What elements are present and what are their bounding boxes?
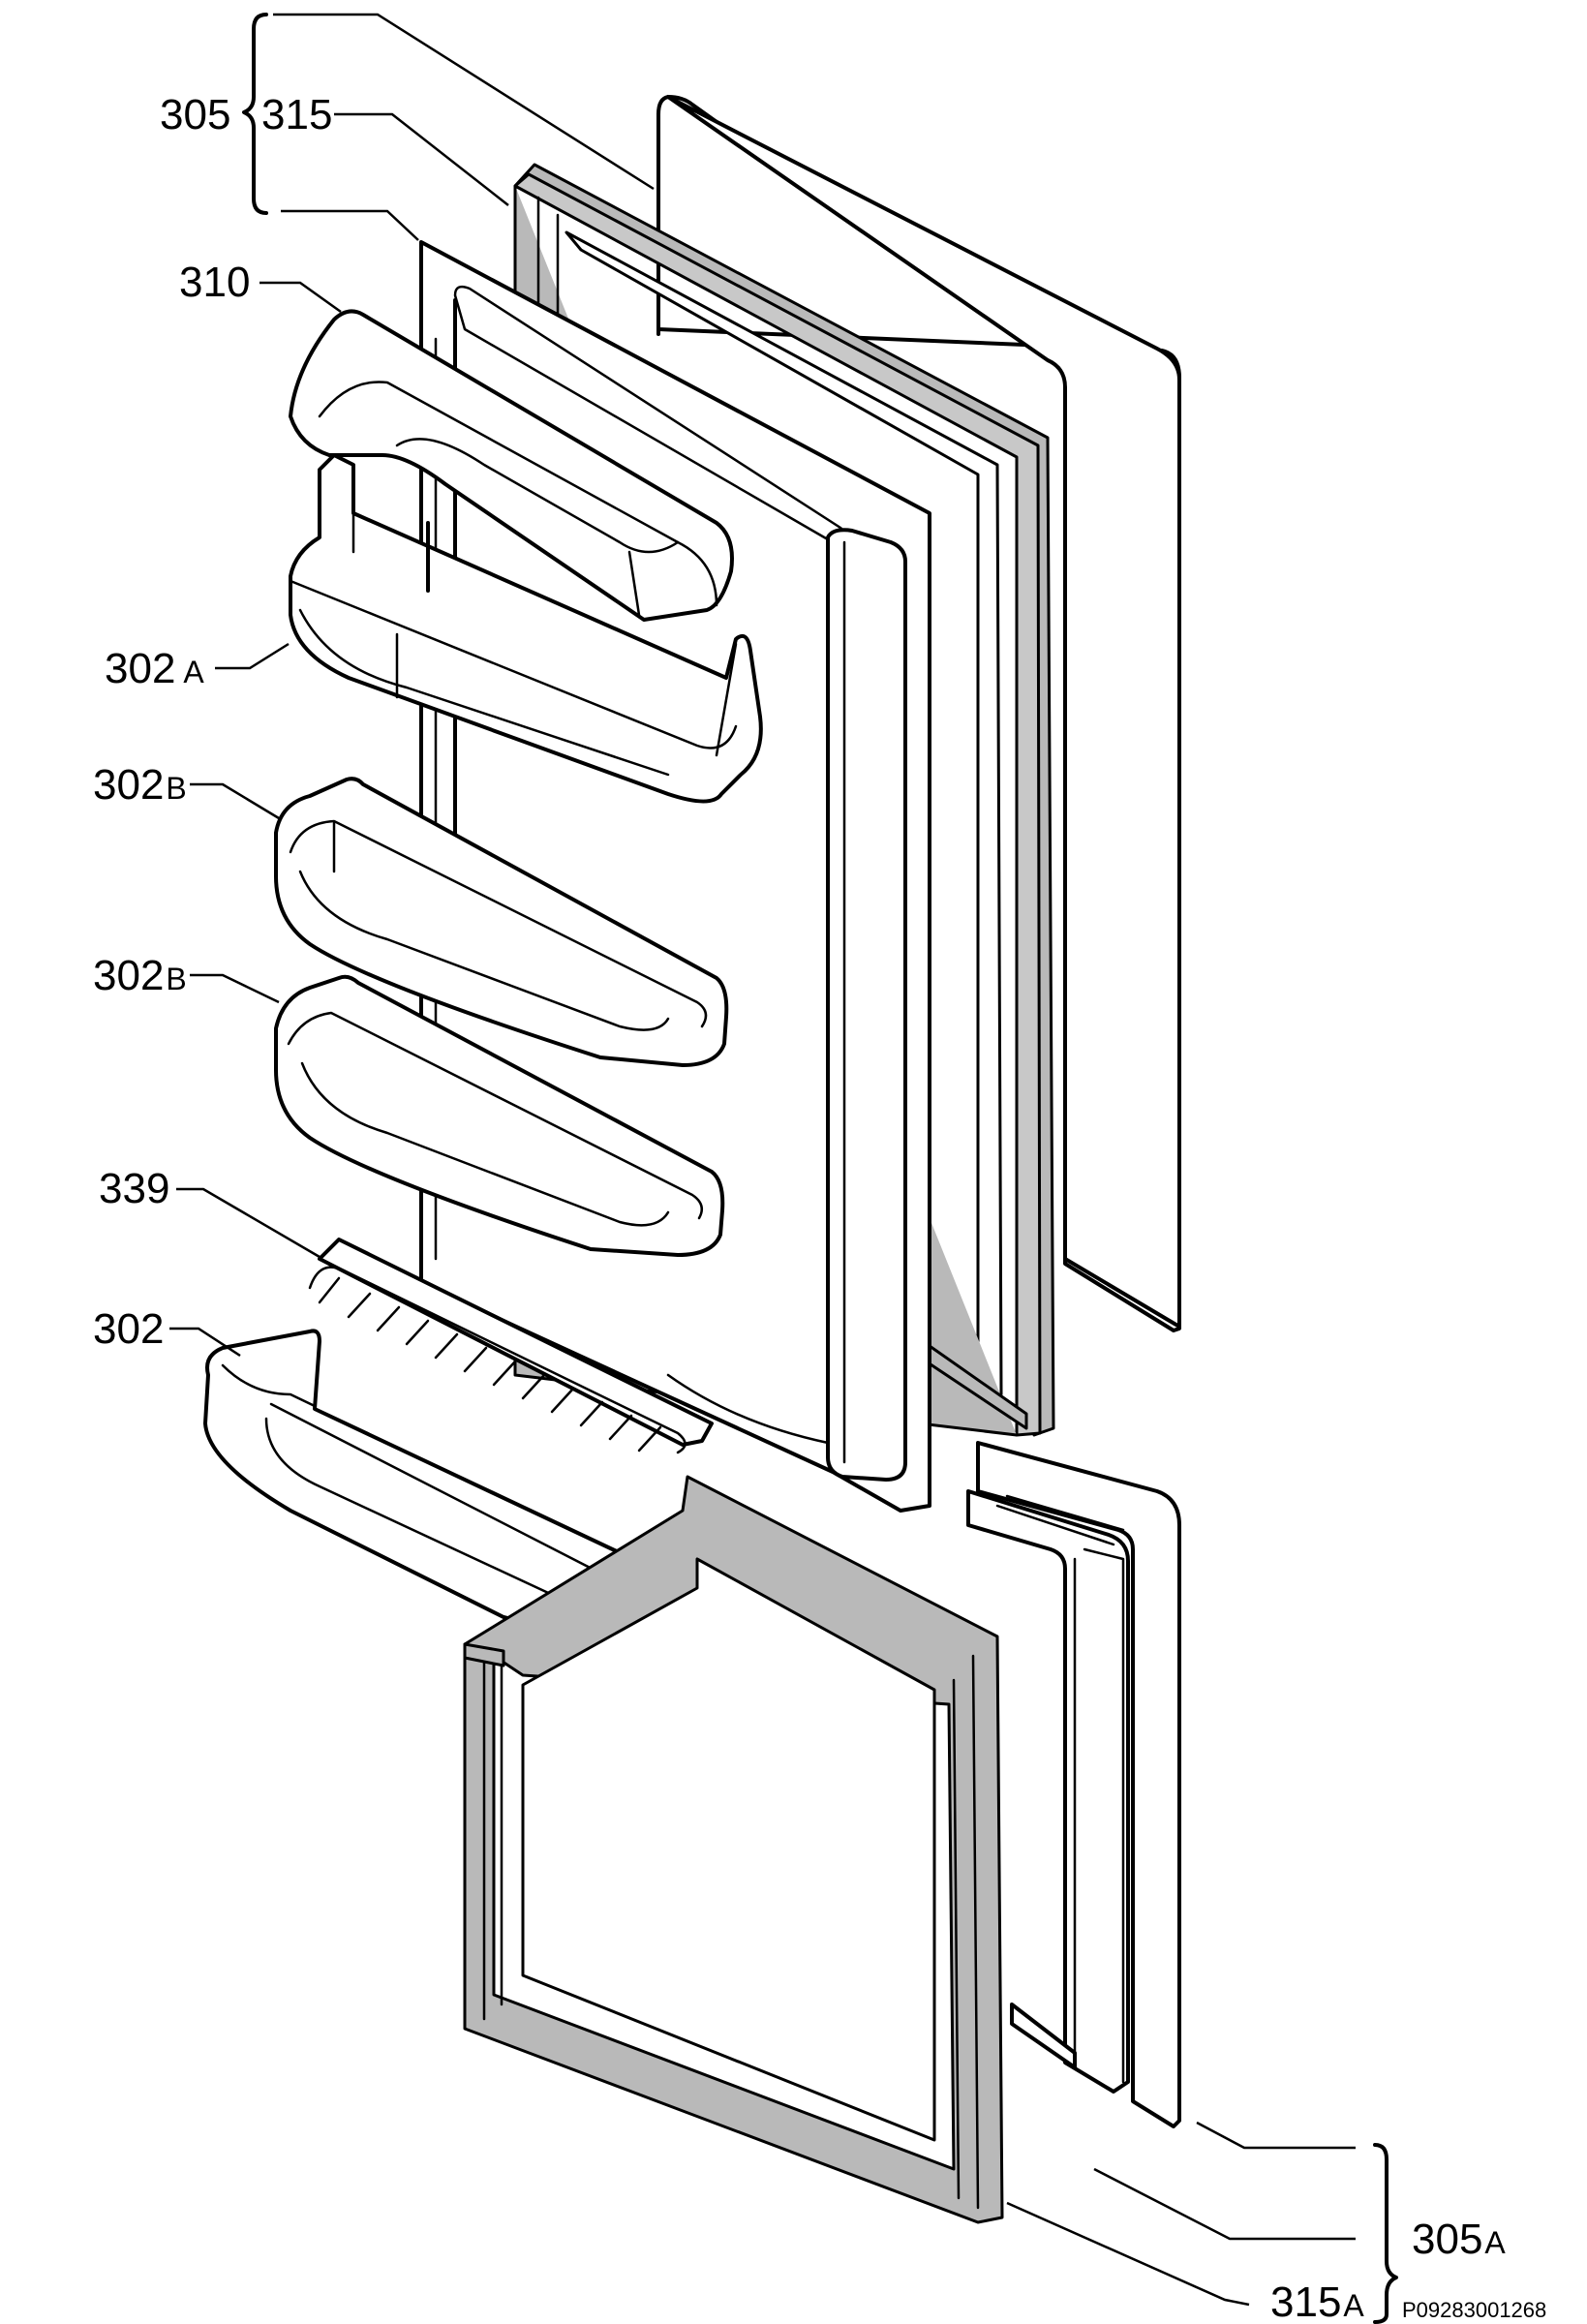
shelf-302b-lower: [274, 974, 725, 1257]
bottle-divider-339: [308, 1238, 714, 1454]
label-305a: 305A: [1412, 2216, 1506, 2263]
bracket-305: [242, 13, 268, 215]
label-302b-upper: 302B: [93, 761, 187, 809]
label-310: 310: [179, 259, 250, 306]
label-305: 305: [160, 91, 230, 138]
shelf-302a: [289, 453, 763, 804]
lower-door-outer-panel: [976, 1441, 1181, 2128]
label-339: 339: [99, 1165, 169, 1212]
label-302b-lower: 302B: [93, 952, 187, 999]
label-315a: 315A: [1270, 2278, 1364, 2324]
top-shelf-lid: [289, 309, 734, 622]
lower-door-gasket-315a: [463, 1475, 1004, 2224]
lower-door-inner-panel-305a: [966, 1489, 1130, 2094]
label-315: 315: [261, 91, 332, 138]
leader-lines: [169, 13, 1356, 2307]
bracket-305a: [1373, 2143, 1398, 2324]
shelf-302b-upper: [274, 777, 729, 1067]
label-302: 302: [93, 1305, 164, 1353]
drawing-code: P09283001268: [1402, 2298, 1546, 2322]
upper-door-outer-panel: [656, 95, 1181, 1332]
